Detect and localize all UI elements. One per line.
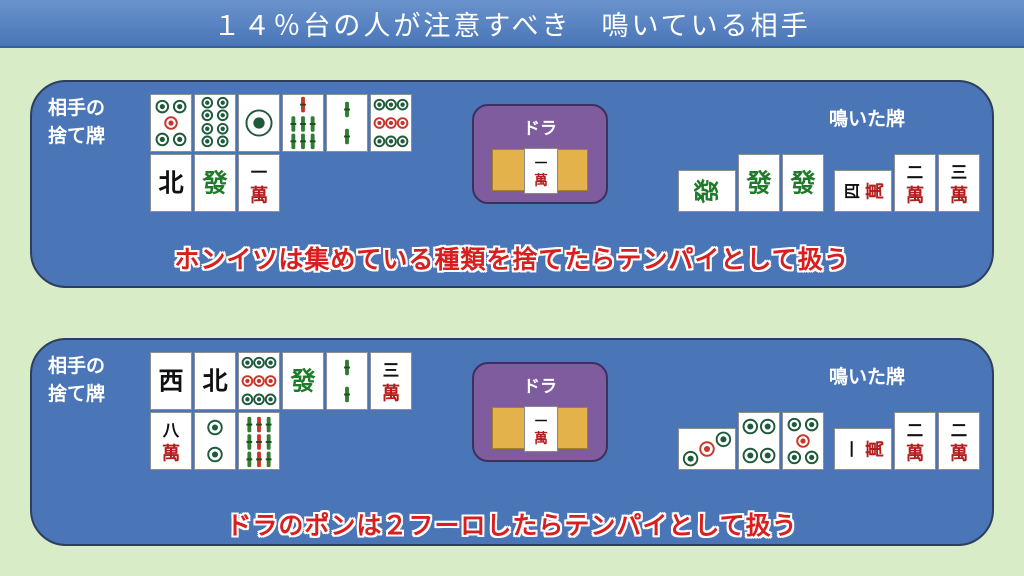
panel-dora-pon: 相手の 捨て牌 西 北 發 三萬 八萬 ドラ 一萬 鳴いた牌 一萬 二萬 二萬 …: [30, 338, 994, 546]
advice-message: ドラのポンは２フーロしたらテンパイとして扱う: [226, 511, 798, 540]
svg-text:萬: 萬: [865, 440, 886, 458]
svg-text:北: 北: [202, 366, 227, 396]
tile-5-pin: [782, 412, 824, 470]
tile-north: 北: [194, 352, 236, 410]
svg-text:三: 三: [951, 163, 967, 182]
svg-text:萬: 萬: [534, 172, 548, 189]
tile-1-man: 一萬: [238, 154, 280, 212]
svg-text:四: 四: [843, 183, 862, 199]
svg-text:二: 二: [951, 421, 967, 440]
tile-9-pin: [370, 94, 412, 152]
svg-text:發: 發: [289, 366, 316, 396]
tile-2-man: 二萬: [938, 412, 980, 470]
dora-indicator: ドラ 一萬: [472, 104, 608, 204]
svg-text:發: 發: [789, 168, 816, 198]
svg-text:萬: 萬: [382, 383, 400, 404]
tile-3-man: 三萬: [938, 154, 980, 212]
dora-tile: 一萬: [524, 148, 558, 194]
svg-text:萬: 萬: [865, 182, 886, 200]
tile-9-pin: [238, 352, 280, 410]
tile-8-pin: [194, 94, 236, 152]
tile-green-dragon: 發: [194, 154, 236, 212]
tile-2-pin: [194, 412, 236, 470]
tile-1-pin: [238, 94, 280, 152]
svg-text:一: 一: [535, 413, 548, 428]
tile-3-pin-sideways: [678, 428, 736, 470]
svg-text:萬: 萬: [950, 443, 968, 464]
svg-text:萬: 萬: [906, 185, 924, 206]
svg-text:八: 八: [162, 421, 180, 440]
svg-text:發: 發: [745, 168, 772, 198]
svg-text:二: 二: [907, 163, 923, 182]
tile-green-dragon: 發: [782, 154, 824, 212]
svg-text:三: 三: [383, 361, 399, 380]
tile-2-man: 二萬: [894, 412, 936, 470]
svg-text:西: 西: [158, 366, 183, 396]
tile-7-sou: [282, 94, 324, 152]
dora-label: ドラ: [523, 119, 557, 139]
tile-5-pin: [150, 94, 192, 152]
svg-text:一: 一: [251, 163, 268, 182]
discard-label: 相手の 捨て牌: [48, 355, 106, 405]
svg-text:萬: 萬: [950, 185, 968, 206]
svg-text:二: 二: [907, 421, 923, 440]
dora-label: ドラ: [523, 377, 557, 397]
svg-text:一: 一: [535, 155, 548, 170]
svg-text:萬: 萬: [250, 185, 268, 206]
tile-4-man-sideways: 四萬: [834, 170, 892, 212]
tile-2-man: 二萬: [894, 154, 936, 212]
discard-label: 相手の 捨て牌: [48, 97, 106, 147]
called-label: 鳴いた牌: [829, 366, 906, 388]
tile-green-dragon: 發: [282, 352, 324, 410]
advice-message: ホンイツは集めている種類を捨てたらテンパイとして扱う: [174, 245, 850, 274]
tile-4-pin: [738, 412, 780, 470]
tile-north: 北: [150, 154, 192, 212]
svg-text:發: 發: [201, 168, 228, 198]
tile-3-man: 三萬: [370, 352, 412, 410]
called-label: 鳴いた牌: [829, 108, 906, 130]
tile-1-man-sideways: 一萬: [834, 428, 892, 470]
dora-tile: 一萬: [524, 406, 558, 452]
svg-text:萬: 萬: [906, 443, 924, 464]
tile-8-man: 八萬: [150, 412, 192, 470]
tile-9-sou: [238, 412, 280, 470]
tile-green-dragon: 發: [738, 154, 780, 212]
tile-3-sou: [326, 94, 368, 152]
svg-text:萬: 萬: [534, 430, 548, 447]
title-bar: １４％台の人が注意すべき 鳴いている相手: [0, 0, 1024, 48]
svg-text:北: 北: [158, 168, 183, 198]
tile-3-sou: [326, 352, 368, 410]
page-title: １４％台の人が注意すべき 鳴いている相手: [213, 10, 811, 42]
svg-text:一: 一: [843, 440, 862, 457]
dora-indicator: ドラ 一萬: [472, 362, 608, 462]
svg-text:發: 發: [692, 178, 722, 205]
tile-green-dragon-sideways: 發: [678, 170, 736, 212]
svg-text:萬: 萬: [162, 443, 180, 464]
panel-honitsu: 相手の 捨て牌 北 發 一萬 ドラ 一萬 鳴いた牌 發 發 發 四萬 二萬 三萬…: [30, 80, 994, 288]
tile-west: 西: [150, 352, 192, 410]
